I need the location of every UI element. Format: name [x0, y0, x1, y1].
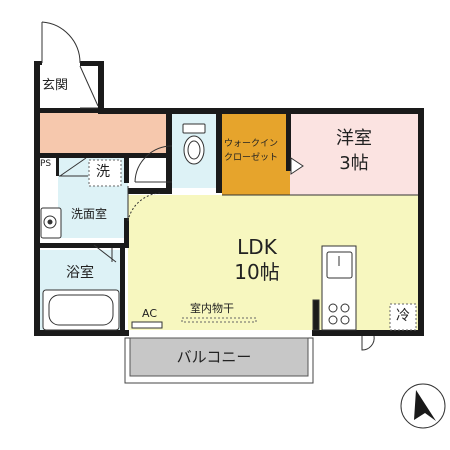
entrance-floor — [38, 64, 80, 108]
hall-floor — [38, 113, 170, 156]
balcony-floor — [129, 337, 309, 377]
entrance-door — [41, 21, 81, 64]
sink-icon — [40, 207, 62, 239]
ldk-label: LDK — [237, 235, 277, 259]
balcony-door — [361, 335, 375, 351]
washroom-door — [59, 157, 117, 263]
air-conditioner-label: AC — [142, 307, 158, 320]
air-conditioner-unit — [131, 321, 163, 329]
refrigerator-label: 冷 — [396, 308, 410, 324]
refrigerator-space — [389, 303, 417, 331]
bathroom-label: 浴室 — [66, 265, 94, 281]
closet-label-line2: クローゼット — [224, 153, 279, 163]
ldk-size: 10帖 — [234, 260, 280, 284]
indoor-drying-label: 室内物干 — [190, 302, 234, 315]
western-room-floor — [290, 113, 418, 195]
bathtub-icon — [42, 289, 120, 331]
ldk-floor — [128, 195, 418, 330]
western-room-size: 3帖 — [339, 153, 369, 174]
shoe-box-mark — [79, 65, 99, 107]
exterior-walls — [34, 61, 424, 336]
closet-floor — [222, 113, 290, 195]
interior-walls — [34, 108, 291, 333]
partition-lines — [59, 107, 418, 196]
indoor-drying-rail — [181, 317, 257, 323]
washing-machine-label: 洗 — [96, 164, 110, 180]
entrance-label: 玄関 — [42, 78, 69, 93]
western-room-label: 洋室 — [336, 128, 372, 149]
toilet-icon — [182, 123, 206, 165]
pipe-space-label: PS — [40, 159, 52, 169]
kitchen-counter — [312, 245, 357, 331]
balcony-label: バルコニー — [176, 348, 252, 366]
north-arrow-icon — [400, 383, 446, 429]
closet-label-line1: ウォークイン — [224, 139, 279, 149]
washing-machine-space — [88, 159, 122, 187]
closet-door-arrow — [290, 157, 304, 175]
stove-icon — [328, 303, 350, 325]
ldk-door — [127, 145, 173, 222]
washroom-label: 洗面室 — [71, 207, 108, 221]
